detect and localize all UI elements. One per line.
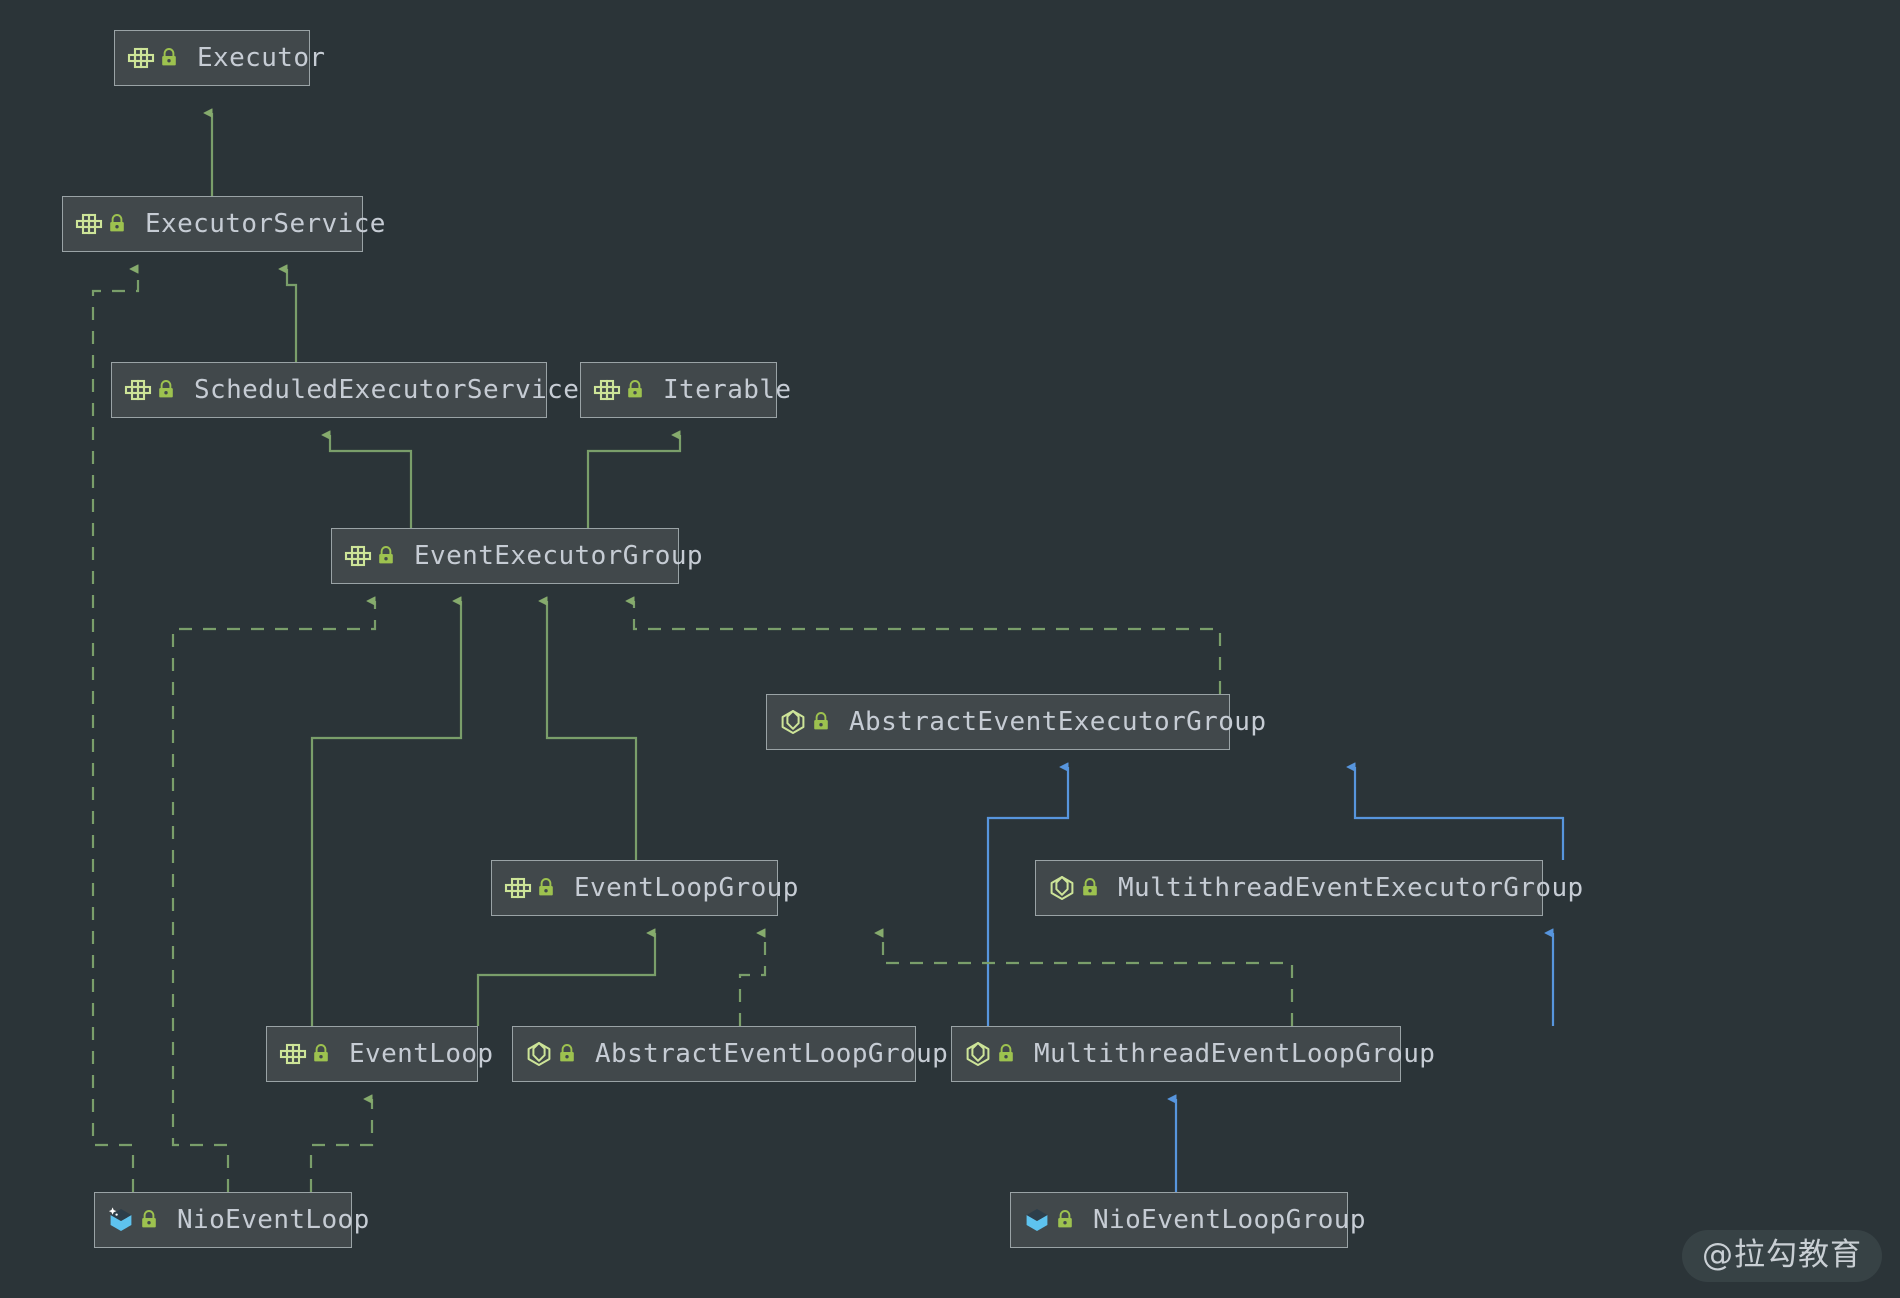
- node-label: AbstractEventExecutorGroup: [849, 707, 1267, 737]
- node-multithreadeventloopgroup[interactable]: MultithreadEventLoopGroup: [951, 1026, 1435, 1082]
- edge-eventloopgroup-to-eventexecutorgroup: [547, 601, 638, 860]
- node-label: AbstractEventLoopGroup: [595, 1039, 949, 1069]
- interface-icon: [504, 877, 532, 899]
- lock-icon: [999, 1044, 1013, 1062]
- lock-icon: [814, 712, 828, 730]
- node-eventloop[interactable]: EventLoop: [266, 1026, 493, 1082]
- abstract-class-icon: [1050, 876, 1074, 900]
- abstract-class-icon: [966, 1042, 990, 1066]
- node-icons: [779, 708, 830, 736]
- node-icons: [107, 1206, 158, 1234]
- edge-eventloop-to-eventexecutorgroup: [310, 601, 463, 1026]
- node-label: EventExecutorGroup: [414, 541, 703, 571]
- interface-icon: [124, 379, 152, 401]
- edge-nioeventloop-to-eventexecutorgroup: [171, 601, 377, 1192]
- node-icons: [593, 376, 644, 404]
- sparkle-overlay-icon: [108, 1207, 118, 1216]
- node-scheduledexecutorservice[interactable]: ScheduledExecutorService: [111, 362, 579, 418]
- node-label: Executor: [197, 43, 326, 73]
- node-nioeventloop[interactable]: NioEventLoop: [94, 1192, 369, 1248]
- edge-eventloop-to-eventloopgroup: [476, 933, 657, 1026]
- node-eventexecutorgroup[interactable]: EventExecutorGroup: [331, 528, 703, 584]
- interface-icon: [279, 1043, 307, 1065]
- node-icons: [344, 542, 395, 570]
- node-label: NioEventLoopGroup: [1093, 1205, 1366, 1235]
- node-label: EventLoopGroup: [574, 873, 799, 903]
- lock-icon: [628, 380, 642, 398]
- lock-icon: [159, 380, 173, 398]
- edge-multithreadeventexecutorgroup-to-abstracteventexecutorgroup: [1355, 767, 1565, 860]
- interface-icon: [344, 545, 372, 567]
- edge-multithreadeventloopgroup-to-eventloopgroup: [883, 933, 1294, 1026]
- node-executor[interactable]: Executor: [114, 30, 325, 86]
- lock-icon: [162, 48, 176, 66]
- node-label: MultithreadEventLoopGroup: [1034, 1039, 1436, 1069]
- lock-icon: [110, 214, 124, 232]
- lock-icon: [1083, 878, 1097, 896]
- node-iterable[interactable]: Iterable: [580, 362, 791, 418]
- node-icons: [127, 44, 178, 72]
- edge-nioeventloop-to-eventloop: [309, 1099, 374, 1192]
- node-icons: [504, 874, 555, 902]
- node-label: ExecutorService: [145, 209, 386, 239]
- node-executorservice[interactable]: ExecutorService: [62, 196, 385, 252]
- edge-eventexecutorgroup-to-iterable: [586, 435, 682, 528]
- node-icons: [525, 1040, 576, 1068]
- edge-abstracteventexecutorgroup-to-eventexecutorgroup: [634, 601, 1222, 694]
- interface-icon: [127, 47, 155, 69]
- node-nioeventloopgroup[interactable]: NioEventLoopGroup: [1010, 1192, 1366, 1248]
- edge-scheduledexecutorservice-to-executorservice: [287, 269, 298, 362]
- node-label: NioEventLoop: [177, 1205, 370, 1235]
- node-icons: [124, 376, 175, 404]
- node-abstracteventloopgroup[interactable]: AbstractEventLoopGroup: [512, 1026, 948, 1082]
- final-class-icon: [108, 1207, 132, 1231]
- lock-icon: [560, 1044, 574, 1062]
- edge-abstracteventloopgroup-to-eventloopgroup: [738, 933, 767, 1026]
- abstract-class-icon: [781, 710, 805, 734]
- lock-icon: [539, 878, 553, 896]
- node-abstracteventexecutorgroup[interactable]: AbstractEventExecutorGroup: [766, 694, 1266, 750]
- node-label: EventLoop: [349, 1039, 494, 1069]
- interface-icon: [593, 379, 621, 401]
- watermark: @拉勾教育: [1682, 1229, 1882, 1282]
- node-icons: [964, 1040, 1015, 1068]
- node-icons: [279, 1040, 330, 1068]
- node-multithreadeventexecutorgroup[interactable]: MultithreadEventExecutorGroup: [1035, 860, 1583, 916]
- abstract-class-icon: [527, 1042, 551, 1066]
- lock-icon: [1058, 1210, 1072, 1228]
- node-eventloopgroup[interactable]: EventLoopGroup: [491, 860, 798, 916]
- node-label: MultithreadEventExecutorGroup: [1118, 873, 1584, 903]
- node-icons: [75, 210, 126, 238]
- interface-icon: [75, 213, 103, 235]
- lock-icon: [379, 546, 393, 564]
- class-icon: [1026, 1209, 1048, 1231]
- lock-icon: [142, 1210, 156, 1228]
- node-label: ScheduledExecutorService: [194, 375, 580, 405]
- node-icons: [1023, 1206, 1074, 1234]
- node-icons: [1048, 874, 1099, 902]
- edge-eventexecutorgroup-to-scheduledexecutorservice: [330, 435, 413, 528]
- lock-icon: [314, 1044, 328, 1062]
- node-label: Iterable: [663, 375, 792, 405]
